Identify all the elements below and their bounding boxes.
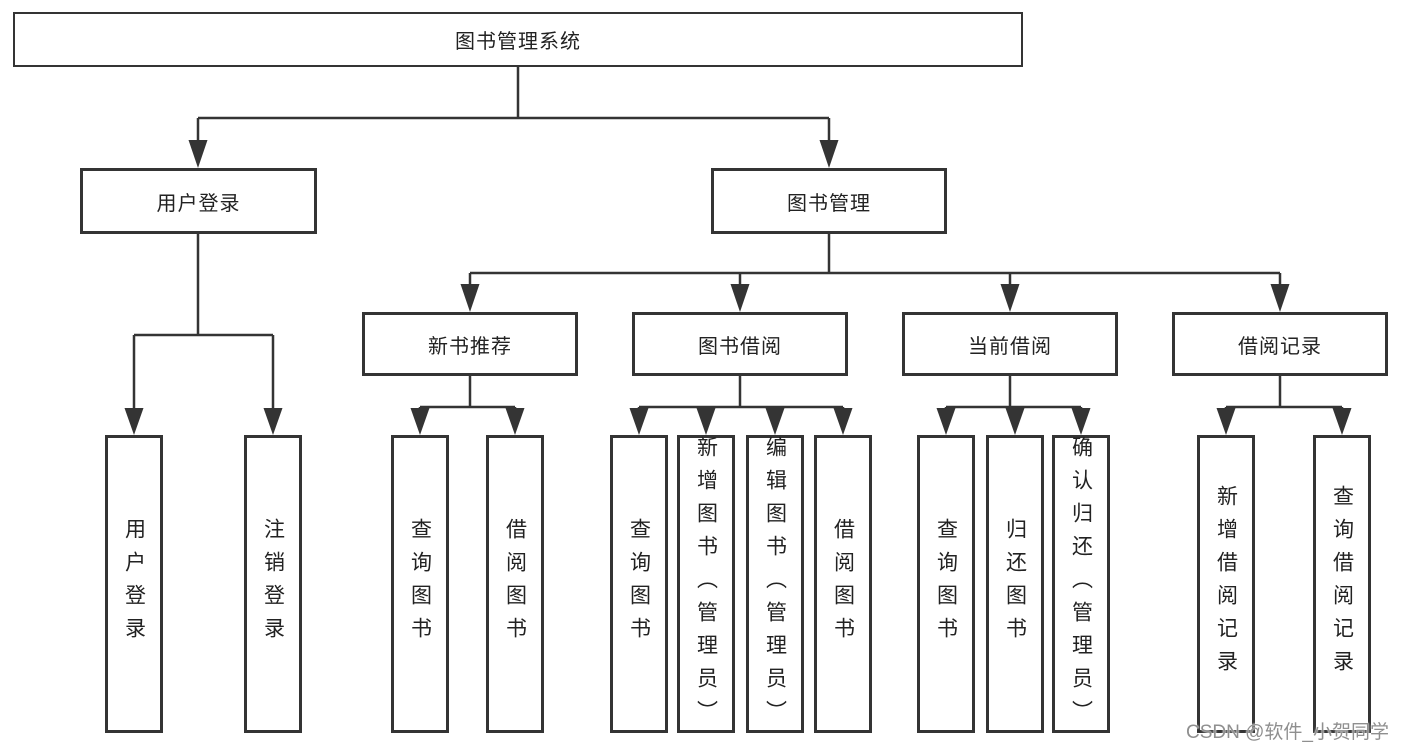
node-user-login: 用户登录 [80, 168, 317, 234]
leaf-user-login-label: 用户登录 [122, 518, 146, 650]
arrowhead [1005, 408, 1025, 435]
leaf-user-login: 用户登录 [105, 435, 163, 733]
arrowhead [833, 408, 853, 435]
arrowhead [1332, 408, 1352, 435]
arrowhead [124, 408, 144, 435]
arrowhead [819, 140, 839, 168]
leaf-newbook-borrow-books-label: 借阅图书 [503, 518, 527, 650]
node-borrow-records: 借阅记录 [1172, 312, 1388, 376]
leaf-current-confirm-return-admin-label: 确认归还（管理员） [1069, 435, 1093, 733]
leaf-logout-label: 注销登录 [261, 518, 285, 650]
arrowhead [410, 408, 430, 435]
leaf-borrowing-query-books: 查询图书 [610, 435, 668, 733]
node-book-borrowing: 图书借阅 [632, 312, 848, 376]
leaf-borrowing-query-books-label: 查询图书 [627, 518, 651, 650]
arrowhead [263, 408, 283, 435]
node-current-borrowing: 当前借阅 [902, 312, 1118, 376]
leaf-records-query-record: 查询借阅记录 [1313, 435, 1371, 733]
leaf-current-return-books: 归还图书 [986, 435, 1044, 733]
leaf-newbook-borrow-books: 借阅图书 [486, 435, 544, 733]
arrowhead [629, 408, 649, 435]
node-root-label: 图书管理系统 [455, 31, 581, 53]
leaf-newbook-query-books: 查询图书 [391, 435, 449, 733]
arrowhead [505, 408, 525, 435]
node-book-management: 图书管理 [711, 168, 947, 234]
leaf-current-query-books: 查询图书 [917, 435, 975, 733]
leaf-newbook-query-books-label: 查询图书 [408, 518, 432, 650]
leaf-current-confirm-return-admin: 确认归还（管理员） [1052, 435, 1110, 733]
leaf-borrowing-borrow-books-label: 借阅图书 [831, 518, 855, 650]
node-borrow-records-label: 借阅记录 [1238, 335, 1322, 358]
arrowhead [460, 284, 480, 312]
leaf-records-add-record-label: 新增借阅记录 [1214, 485, 1238, 683]
arrowhead [188, 140, 208, 168]
arrowhead [1000, 284, 1020, 312]
leaf-borrowing-edit-books-admin: 编辑图书（管理员） [746, 435, 804, 733]
arrowhead [696, 408, 716, 435]
node-user-login-label: 用户登录 [156, 192, 241, 215]
node-new-book-recommend: 新书推荐 [362, 312, 578, 376]
node-book-management-label: 图书管理 [787, 192, 871, 215]
arrowhead [936, 408, 956, 435]
node-new-book-recommend-label: 新书推荐 [428, 335, 512, 358]
leaf-borrowing-add-books-admin-label: 新增图书（管理员） [694, 435, 718, 733]
leaf-borrowing-add-books-admin: 新增图书（管理员） [677, 435, 735, 733]
node-root: 图书管理系统 [13, 12, 1023, 67]
leaf-current-query-books-label: 查询图书 [934, 518, 958, 650]
leaf-records-add-record: 新增借阅记录 [1197, 435, 1255, 733]
arrowhead [765, 408, 785, 435]
node-current-borrowing-label: 当前借阅 [968, 335, 1052, 358]
leaf-records-query-record-label: 查询借阅记录 [1330, 485, 1354, 683]
arrowhead [1270, 284, 1290, 312]
leaf-current-return-books-label: 归还图书 [1003, 518, 1027, 650]
arrowhead [730, 284, 750, 312]
leaf-borrowing-borrow-books: 借阅图书 [814, 435, 872, 733]
csdn-watermark: CSDN @软件_小贺同学 [1186, 722, 1389, 743]
leaf-logout: 注销登录 [244, 435, 302, 733]
arrowhead [1071, 408, 1091, 435]
node-book-borrowing-label: 图书借阅 [698, 335, 782, 358]
arrowhead [1216, 408, 1236, 435]
leaf-borrowing-edit-books-admin-label: 编辑图书（管理员） [763, 435, 787, 733]
